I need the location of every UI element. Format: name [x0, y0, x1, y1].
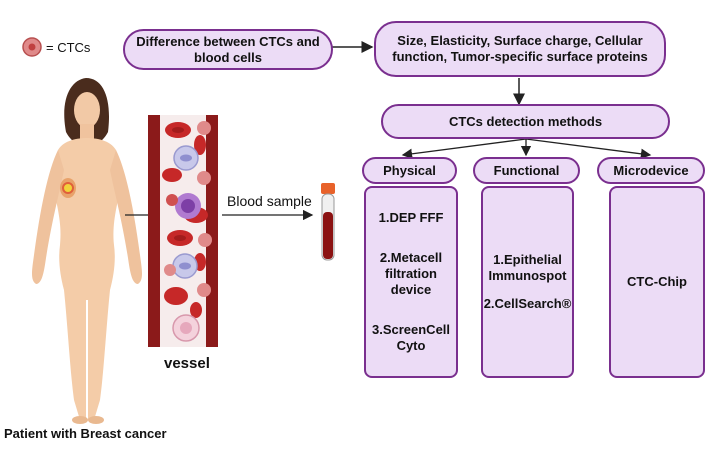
functional-methods-list: 1.Epithelial Immunospot 2.CellSearch®	[481, 186, 574, 378]
method-item: 2.Metacell filtration device	[379, 250, 443, 297]
method-item: CTC-Chip	[627, 274, 687, 289]
category-physical: Physical	[362, 157, 457, 184]
patient-label: Patient with Breast cancer	[4, 426, 167, 441]
blood-vessel	[148, 115, 218, 347]
methods-text: CTCs detection methods	[448, 113, 603, 129]
category-functional-title: Functional	[493, 162, 560, 178]
properties-box: Size, Elasticity, Surface charge, Cellul…	[374, 21, 666, 77]
microdevice-methods-list: CTC-Chip	[609, 186, 705, 378]
category-functional: Functional	[473, 157, 580, 184]
physical-methods-list: 1.DEP FFF 2.Metacell filtration device 3…	[364, 186, 458, 378]
methods-box: CTCs detection methods	[381, 104, 670, 139]
method-item: 3.ScreenCell Cyto	[371, 322, 451, 353]
branch-arrow-microdevice	[525, 138, 652, 159]
patient-figure	[32, 78, 142, 424]
category-physical-title: Physical	[383, 162, 436, 178]
method-item: 1.Epithelial Immunospot	[488, 252, 567, 283]
difference-text: Difference between CTCs and blood cells	[136, 33, 320, 65]
branch-arrow-physical	[401, 138, 527, 159]
properties-text: Size, Elasticity, Surface charge, Cellul…	[392, 33, 648, 64]
method-item: 1.DEP FFF	[378, 210, 444, 225]
method-item: 2.CellSearch®	[483, 296, 572, 311]
blood-tube-icon	[321, 183, 335, 261]
difference-box: Difference between CTCs and blood cells	[123, 29, 333, 70]
ctc-legend-icon	[22, 37, 42, 57]
vessel-label: vessel	[164, 355, 210, 372]
category-microdevice-title: Microdevice	[613, 162, 689, 178]
blood-sample-label: Blood sample	[227, 193, 312, 209]
legend-label: = CTCs	[46, 40, 91, 55]
category-microdevice: Microdevice	[597, 157, 705, 184]
